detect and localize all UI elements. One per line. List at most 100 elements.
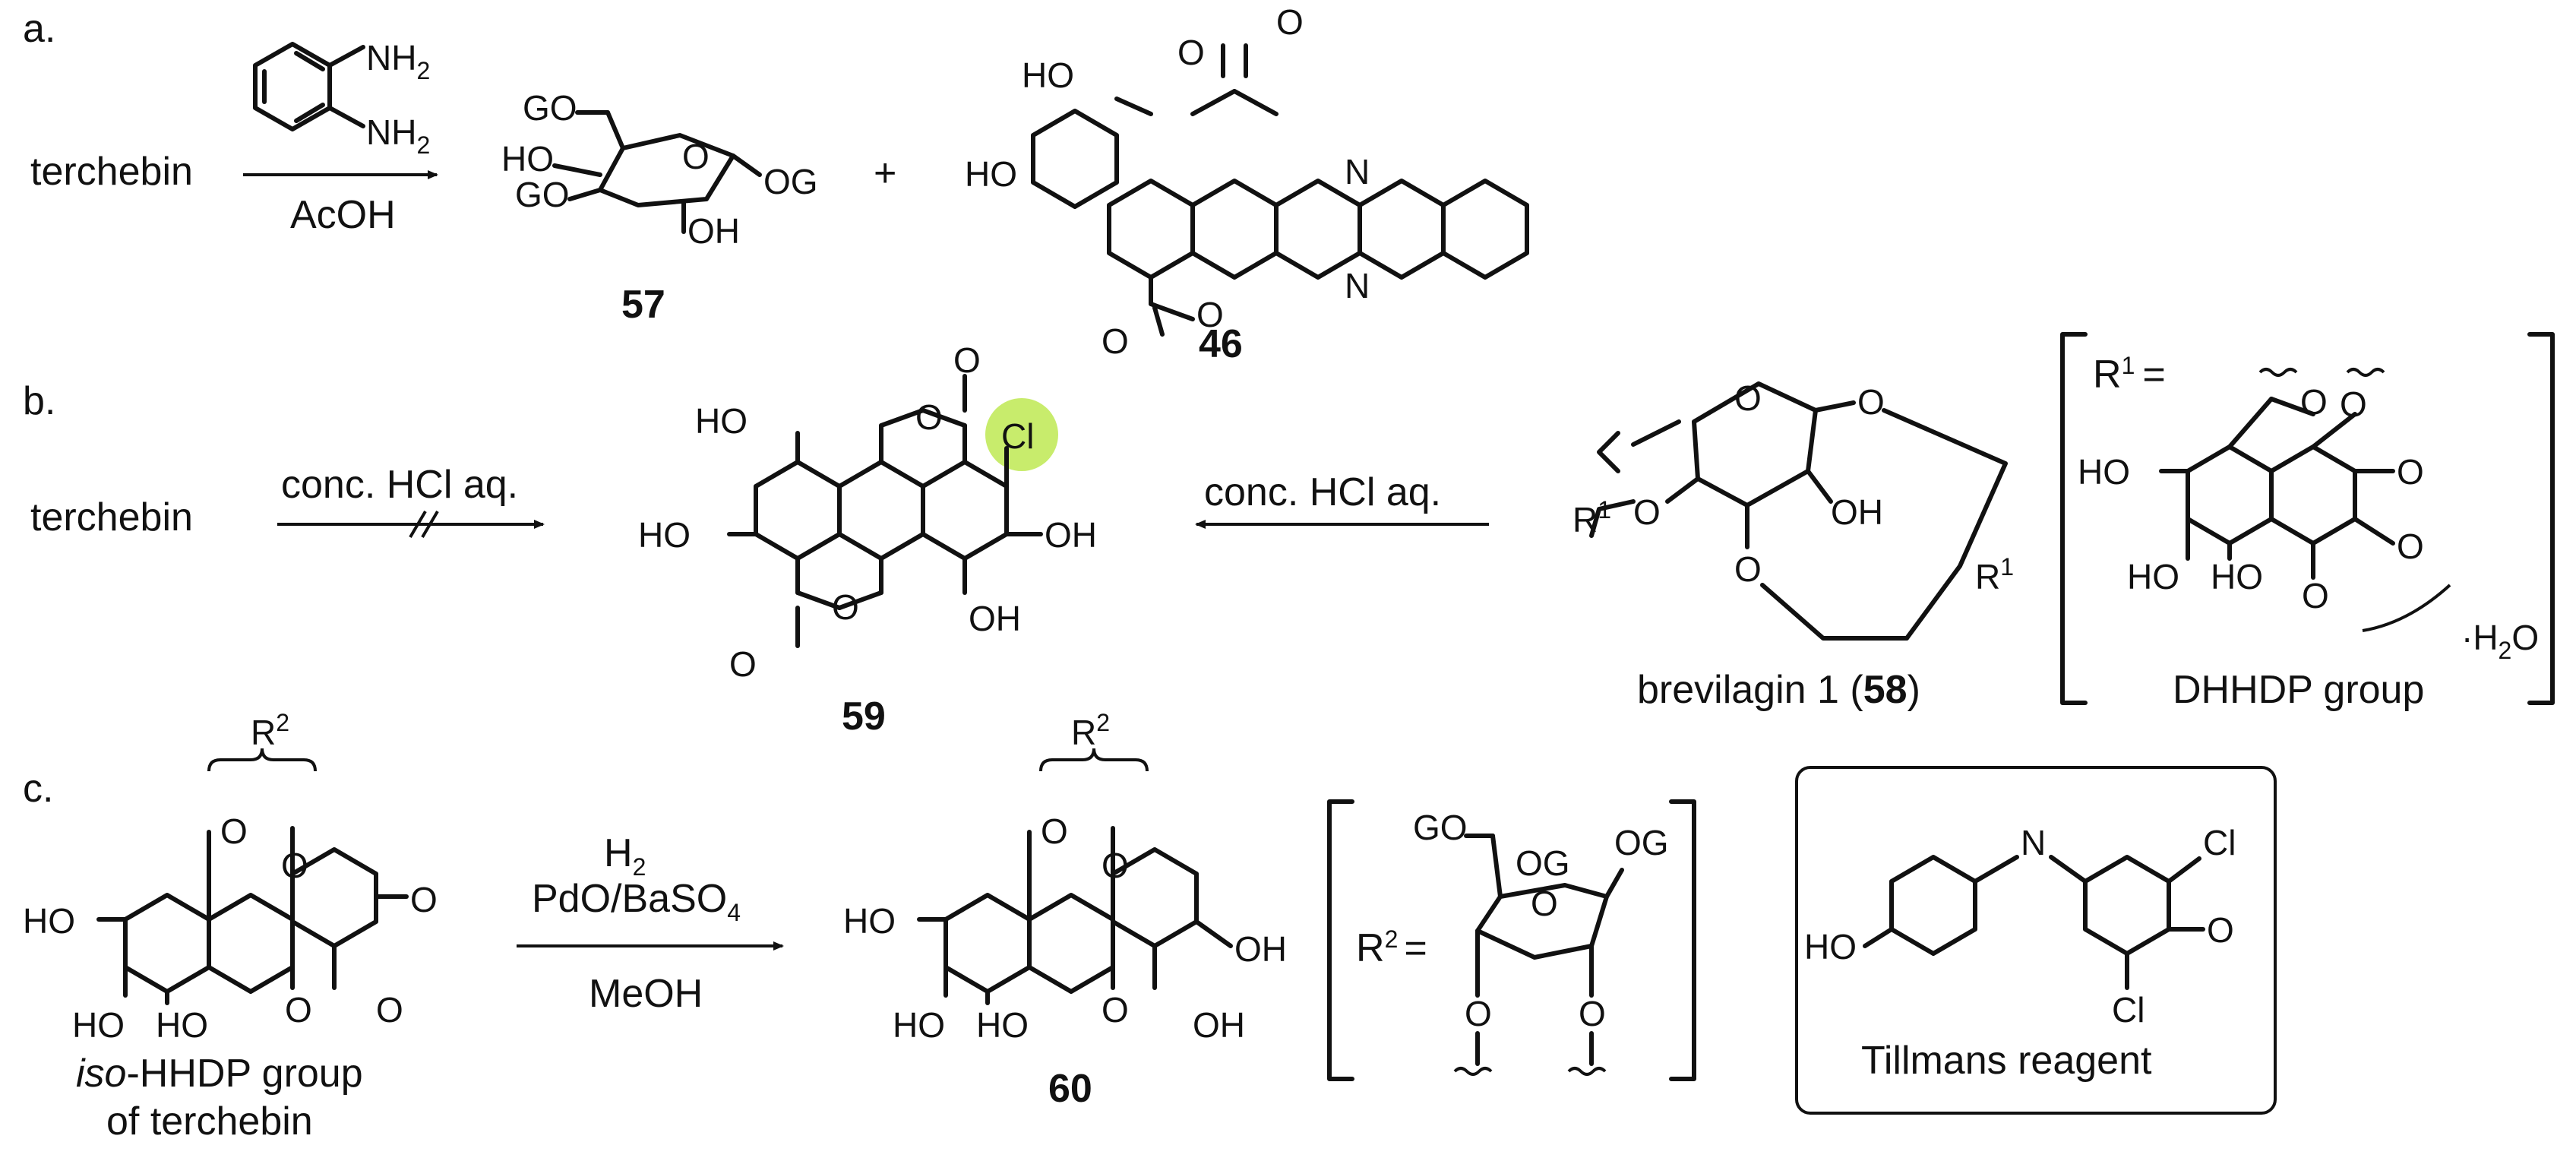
svg-text:O: O [1196, 295, 1224, 334]
svg-text:R2: R2 [251, 709, 289, 752]
reactant-terchebin-b: terchebin [30, 495, 193, 539]
svg-text:O: O [1102, 990, 1129, 1030]
svg-text:OH: OH [1045, 515, 1097, 555]
svg-text:O: O [2302, 576, 2329, 615]
condition-meoh: MeOH [589, 972, 703, 1016]
compound-label-59: 59 [842, 694, 886, 739]
tillmans-reagent-box: HO N Cl O Cl Tillmans reagent [1795, 766, 2277, 1115]
svg-text:O: O [953, 340, 981, 380]
r2-definition: R2= GO OG O OG O O [1327, 799, 1696, 1081]
svg-text:R2=: R2= [1356, 925, 1427, 970]
iso-hhdp-structure: R2 O O O O O HO HO HO [23, 709, 438, 1045]
svg-text:O: O [2300, 382, 2328, 422]
svg-text:O: O [281, 846, 308, 885]
water-of-hydration: ·H2O [2461, 618, 2539, 664]
svg-text:HO: HO [965, 154, 1017, 194]
svg-text:HO: HO [976, 1005, 1029, 1045]
svg-text:HO: HO [695, 401, 748, 441]
svg-text:O: O [2340, 384, 2367, 424]
compound-label-46: 46 [1199, 322, 1243, 366]
svg-text:N: N [1345, 266, 1370, 305]
panel-label-c: c. [23, 767, 53, 811]
dhhdp-definition: R1= O O O O O HO HO HO ·H2O DHHDP group [2060, 332, 2555, 712]
svg-text:R1: R1 [1572, 496, 1611, 539]
reactant-terchebin-a: terchebin [30, 150, 193, 194]
svg-text:HO: HO [1804, 927, 1857, 966]
plus-sign: + [874, 151, 896, 195]
chlorine-highlight [985, 398, 1058, 471]
svg-text:OG: OG [763, 162, 818, 201]
o-phenylenediamine-structure: NH2 NH2 [253, 38, 430, 159]
panel-a: a. terchebin NH2 NH2 AcOH GO O OG HO GO [23, 2, 1529, 366]
svg-text:OH: OH [1831, 492, 1883, 532]
nh2-group-top: NH2 [366, 38, 430, 84]
svg-text:O: O [2397, 452, 2424, 492]
svg-text:HO: HO [843, 901, 896, 941]
svg-text:O: O [1465, 994, 1492, 1033]
svg-text:O: O [1857, 382, 1885, 422]
brevilagin-structure-58: O O OH O O R1 R1 [1572, 378, 2014, 641]
condition-hcl-right: conc. HCl aq. [1204, 470, 1441, 514]
svg-text:OH: OH [687, 211, 740, 251]
compound-label-57: 57 [621, 283, 665, 327]
svg-text:HO: HO [2127, 557, 2179, 596]
panel-b: b. terchebin conc. HCl aq. [23, 332, 2555, 739]
of-terchebin-label: of terchebin [106, 1099, 313, 1144]
reduced-structure-60: R2 O O OH O OH HO HO HO [843, 709, 1287, 1045]
svg-text:O: O [832, 587, 859, 627]
svg-text:HO: HO [501, 139, 554, 179]
svg-text:O: O [376, 990, 403, 1030]
chloroellagic-acid-structure-59: HO HO O O Cl OH OH O O [638, 340, 1097, 684]
svg-text:O: O [729, 644, 757, 684]
svg-text:HO: HO [893, 1005, 945, 1045]
phenazine-ellagic-structure-46: HO HO O O O O N N [965, 2, 1529, 361]
svg-text:OH: OH [1193, 1005, 1245, 1045]
compound-label-58: brevilagin 1 (58) [1637, 668, 1920, 712]
svg-text:O: O [1734, 378, 1762, 418]
nh2-group-bottom: NH2 [366, 112, 430, 159]
svg-text:O: O [410, 880, 438, 919]
dhhdp-label: DHHDP group [2173, 668, 2424, 712]
svg-text:HO: HO [638, 515, 691, 555]
svg-text:O: O [285, 990, 312, 1030]
svg-text:O: O [1531, 884, 1558, 923]
svg-text:Cl: Cl [2203, 823, 2236, 862]
svg-text:R1: R1 [1975, 553, 2014, 596]
svg-text:HO: HO [23, 901, 75, 941]
svg-text:R1=: R1= [2093, 352, 2166, 397]
svg-text:R2: R2 [1071, 709, 1110, 752]
svg-text:O: O [1276, 2, 1304, 42]
svg-text:O: O [2207, 910, 2234, 950]
svg-text:HO: HO [1022, 55, 1074, 95]
svg-text:GO: GO [1413, 808, 1468, 847]
tillmans-reagent-label: Tillmans reagent [1861, 1039, 2152, 1083]
svg-text:HO: HO [72, 1005, 125, 1045]
svg-text:O: O [1579, 994, 1606, 1033]
svg-text:O: O [1734, 549, 1762, 589]
svg-text:O: O [1177, 33, 1205, 72]
svg-text:O: O [1102, 846, 1129, 885]
svg-text:GO: GO [523, 88, 577, 128]
svg-text:Cl: Cl [2112, 990, 2145, 1030]
condition-h2: H2 [604, 831, 646, 881]
glucose-structure-57: GO O OG HO GO OH [501, 88, 818, 251]
chlorine-atom: Cl [1001, 416, 1034, 456]
svg-text:OH: OH [969, 599, 1021, 638]
svg-text:OG: OG [1516, 843, 1570, 883]
panel-label-a: a. [23, 7, 55, 51]
svg-text:O: O [682, 137, 710, 176]
svg-text:GO: GO [515, 175, 570, 214]
svg-text:O: O [1041, 811, 1068, 851]
svg-text:O: O [1102, 321, 1129, 361]
panel-c: c. R2 O O O O O HO HO HO iso-HHDP group [23, 709, 2277, 1144]
svg-text:O: O [915, 397, 943, 437]
svg-text:HO: HO [2211, 557, 2263, 596]
svg-text:O: O [2397, 527, 2424, 566]
condition-acoh: AcOH [290, 193, 396, 237]
svg-text:N: N [1345, 152, 1370, 191]
svg-text:HO: HO [2078, 452, 2130, 492]
panel-label-b: b. [23, 379, 55, 423]
svg-text:O: O [1633, 492, 1661, 532]
svg-text:N: N [2021, 823, 2046, 862]
